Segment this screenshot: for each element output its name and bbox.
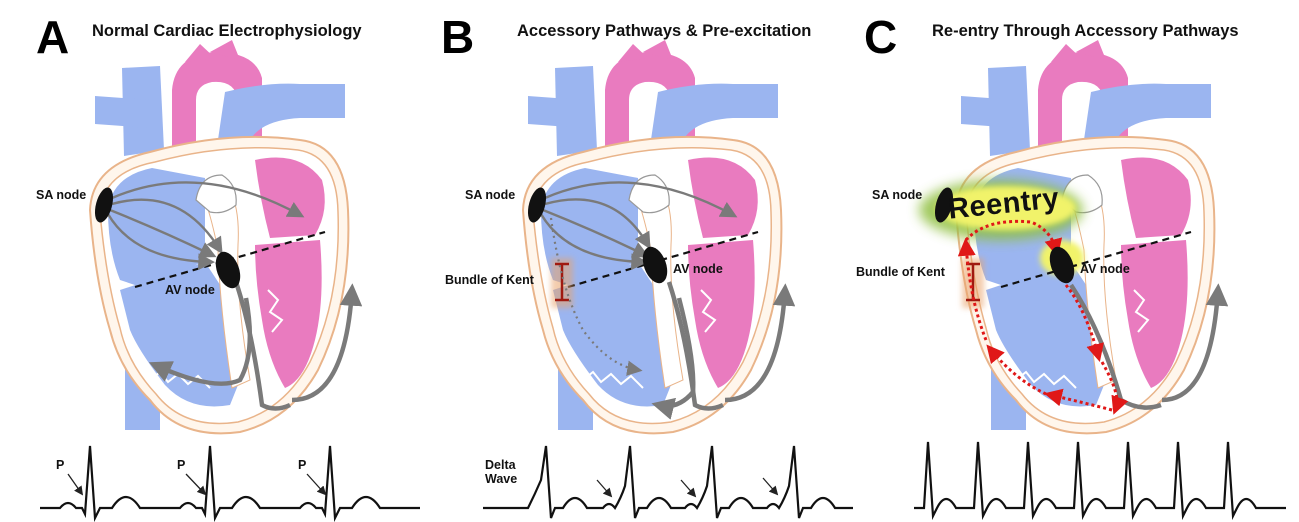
sa-node-label-c: SA node (872, 188, 922, 202)
panel-letter-b: B (441, 14, 474, 60)
panel-b: B Accessory Pathways & Pre-excitation SA… (433, 0, 866, 522)
panel-a: A Normal Cardiac Electrophysiology SA no… (0, 0, 433, 522)
p-wave-arrows-a (68, 474, 325, 494)
bundle-label-c: Bundle of Kent (856, 265, 945, 279)
heart-diagram-c (866, 0, 1299, 522)
bundle-label-b: Bundle of Kent (445, 273, 534, 287)
heart-diagram-a (0, 0, 433, 522)
av-node-label-c: AV node (1080, 262, 1130, 276)
delta-wave-label-b: Delta Wave (485, 458, 525, 486)
panel-title-b: Accessory Pathways & Pre-excitation (517, 22, 811, 41)
sa-node-label-b: SA node (465, 188, 515, 202)
bundle-of-kent-c (962, 258, 984, 308)
p-marker-1: P (56, 458, 64, 472)
panel-c: C Re-entry Through Accessory Pathways SA… (866, 0, 1299, 522)
ecg-trace-b (483, 446, 853, 518)
panel-title-a: Normal Cardiac Electrophysiology (92, 22, 362, 41)
panel-title-c: Re-entry Through Accessory Pathways (932, 22, 1239, 41)
av-node-label-a: AV node (165, 283, 215, 297)
heart-diagram-b (433, 0, 866, 522)
sa-node-label-a: SA node (36, 188, 86, 202)
ecg-trace-c (914, 442, 1286, 516)
av-node-label-b: AV node (673, 262, 723, 276)
p-marker-2: P (177, 458, 185, 472)
ecg-trace-a (40, 446, 420, 518)
panel-letter-c: C (864, 14, 897, 60)
p-marker-3: P (298, 458, 306, 472)
panel-letter-a: A (36, 14, 69, 60)
